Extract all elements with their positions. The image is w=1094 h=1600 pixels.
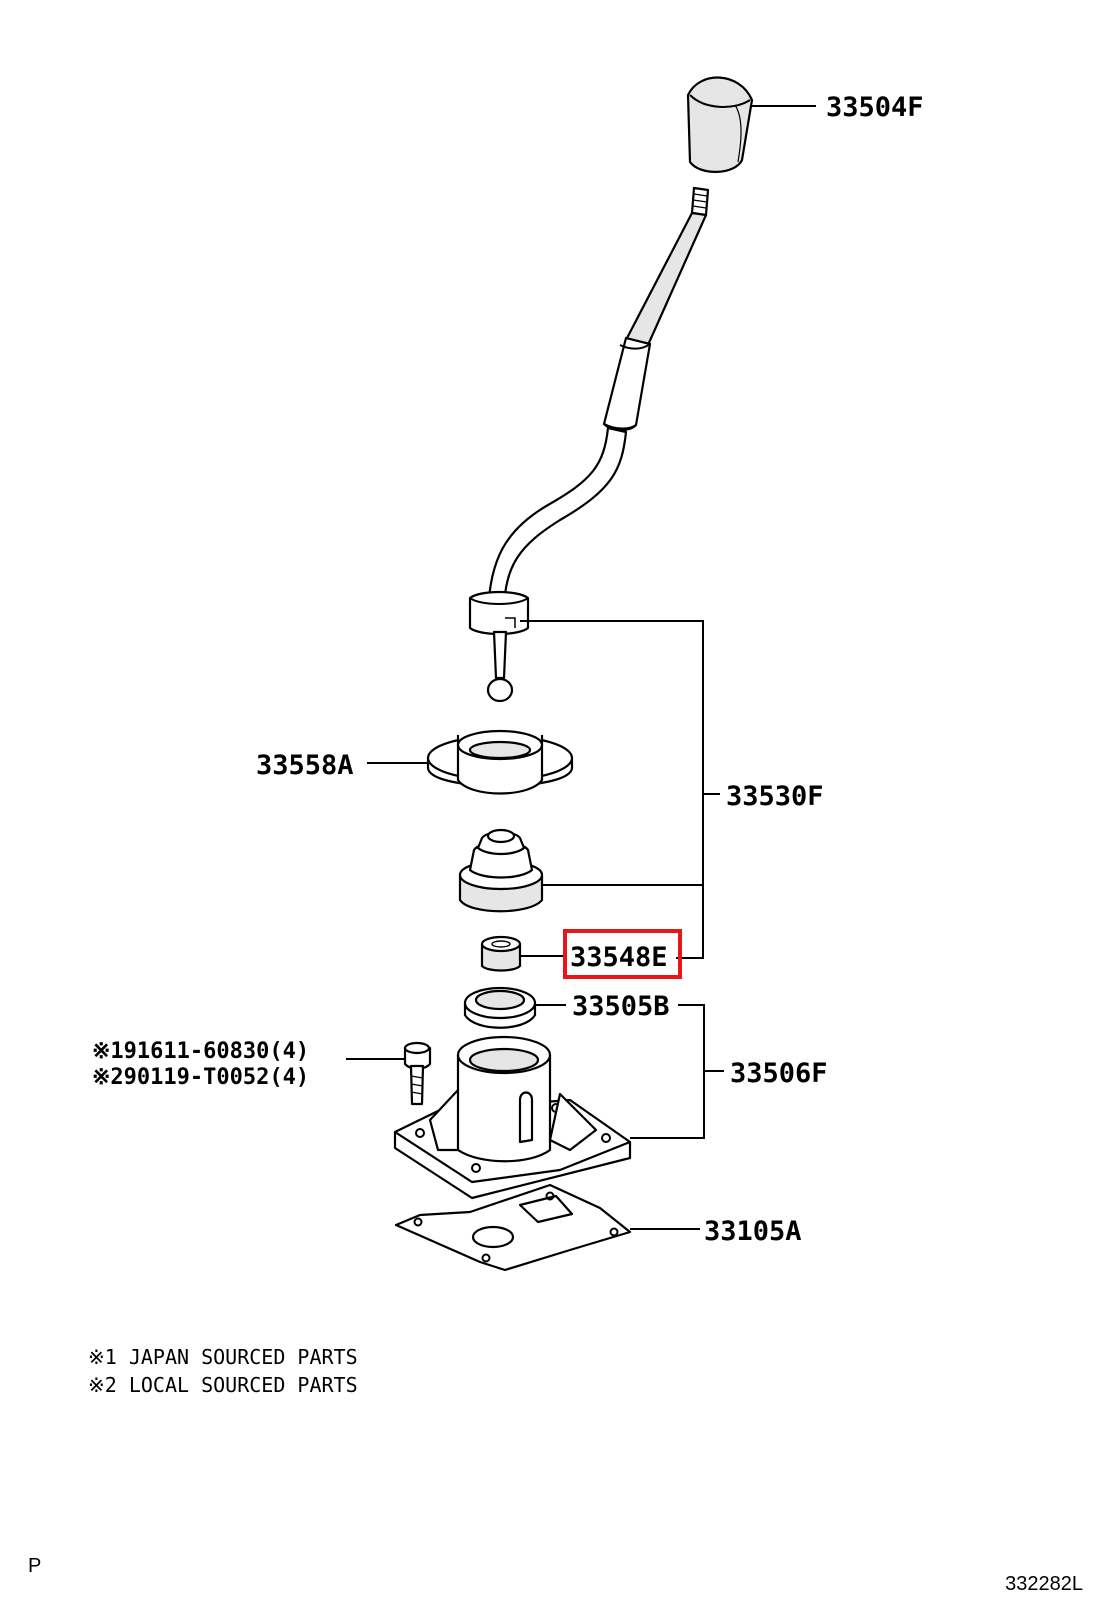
shift-housing[interactable] bbox=[393, 1035, 632, 1200]
rubber-boot[interactable] bbox=[458, 828, 544, 913]
bushing[interactable] bbox=[480, 935, 522, 972]
part-label-knob[interactable]: 33504F bbox=[826, 92, 924, 123]
gasket[interactable] bbox=[394, 1183, 632, 1272]
shift-knob[interactable] bbox=[686, 76, 754, 173]
lever-seat[interactable] bbox=[426, 729, 574, 795]
note-local-sourced: ※2 LOCAL SOURCED PARTS bbox=[88, 1373, 358, 1397]
bolt-label-1[interactable]: ※191611-60830(4) bbox=[92, 1039, 309, 1064]
bolt[interactable] bbox=[403, 1041, 432, 1106]
note-japan-sourced: ※1 JAPAN SOURCED PARTS bbox=[88, 1345, 358, 1369]
corner-mark: P bbox=[28, 1555, 41, 1577]
leader-lines bbox=[346, 105, 816, 1230]
bolt-label-2[interactable]: ※290119-T0052(4) bbox=[92, 1065, 309, 1090]
highlight-box bbox=[563, 929, 682, 979]
part-label-seat[interactable]: 33558A bbox=[256, 750, 354, 781]
part-label-bushing[interactable]: 33548E bbox=[570, 942, 668, 973]
retainer[interactable] bbox=[463, 986, 537, 1029]
part-label-housing[interactable]: 33506F bbox=[730, 1058, 828, 1089]
part-label-retainer[interactable]: 33505B bbox=[572, 991, 670, 1022]
part-label-gasket[interactable]: 33105A bbox=[704, 1216, 802, 1247]
shift-lever[interactable] bbox=[468, 186, 710, 703]
figure-id: 332282L bbox=[1005, 1573, 1083, 1595]
part-label-lever-assembly[interactable]: 33530F bbox=[726, 781, 824, 812]
